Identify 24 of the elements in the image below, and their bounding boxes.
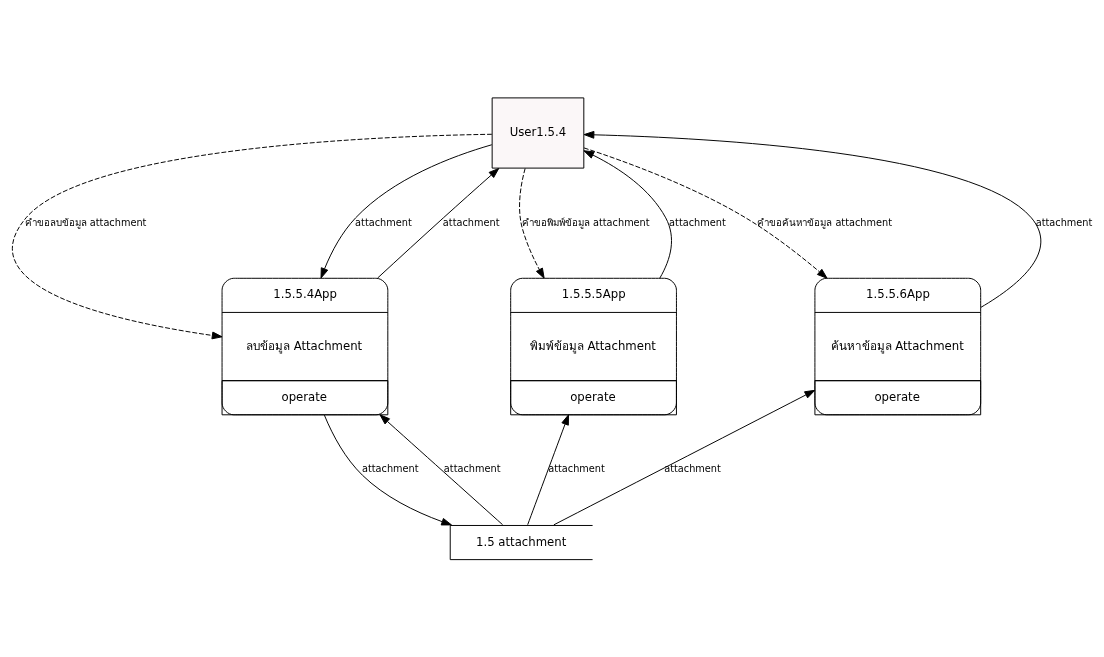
arrow xyxy=(527,413,569,525)
arrow xyxy=(583,149,672,279)
arrow xyxy=(377,167,500,278)
node-text: 1.5 attachment xyxy=(476,534,567,549)
edge-label: attachment xyxy=(669,216,726,228)
arrow xyxy=(379,413,504,525)
edge-label: คำขอลบข้อมูล attachment xyxy=(24,216,147,228)
edge-label: attachment xyxy=(1035,216,1093,228)
arrow xyxy=(323,414,452,525)
node-box: User1.5.4 xyxy=(491,96,585,169)
edge-label: คำขอค้นหาข้อมูล attachment xyxy=(757,216,893,228)
edge-label: attachment xyxy=(355,216,412,228)
arrow xyxy=(320,143,493,279)
edge-label: attachment xyxy=(664,462,721,474)
edge-label: attachment xyxy=(442,216,500,228)
edge-label: attachment xyxy=(548,462,605,474)
edge-label: คำขอพิมพ์ข้อมูล attachment xyxy=(521,216,650,228)
arrow xyxy=(583,130,1042,308)
arrow xyxy=(11,133,493,339)
edge-label: attachment xyxy=(361,462,419,474)
arrow xyxy=(519,167,545,279)
edge-label: attachment xyxy=(443,462,501,474)
arrow xyxy=(583,146,828,279)
arrow xyxy=(553,389,816,525)
